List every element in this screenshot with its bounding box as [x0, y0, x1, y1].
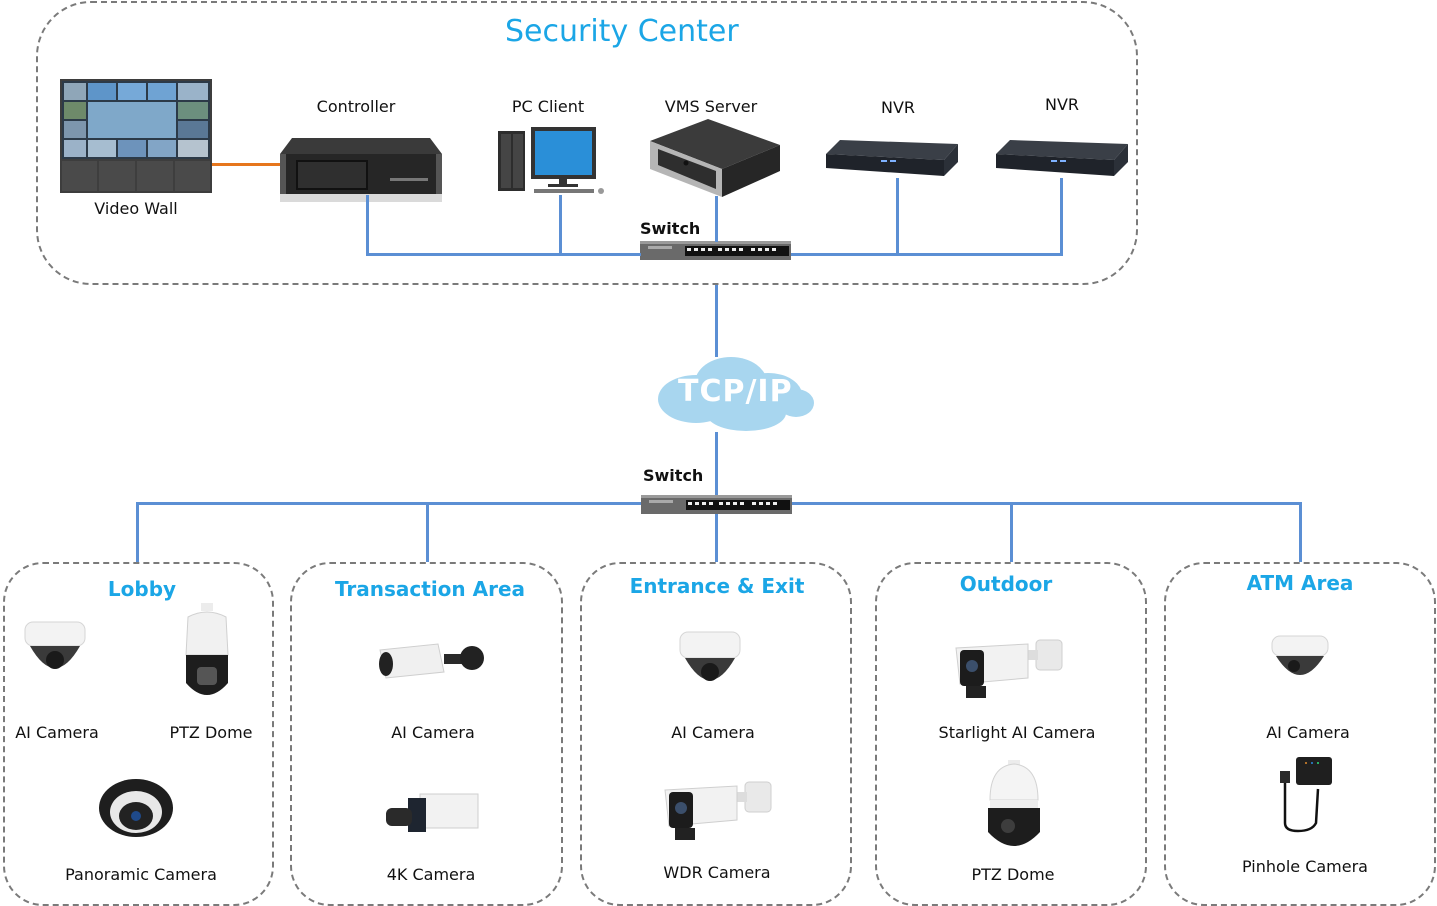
zone-outdoor-title: Outdoor — [959, 572, 1053, 596]
bottom-switch-label: Switch — [643, 466, 704, 485]
bullet-camera-icon — [379, 643, 484, 679]
zone-transaction-area — [290, 562, 563, 906]
top-bus-left — [366, 253, 641, 256]
zone-transaction-area-title: Transaction Area — [334, 577, 526, 601]
vms-server-link — [715, 196, 718, 242]
transaction-4k-camera-label: 4K Camera — [386, 865, 476, 884]
dome-camera-icon — [679, 631, 741, 681]
tcp-ip-cloud-icon — [658, 357, 814, 431]
security-center-group — [36, 1, 1138, 285]
zone-entrance-exit-title: Entrance & Exit — [629, 574, 805, 598]
video-wall-icon — [60, 79, 212, 193]
lobby-ai-camera-label: AI Camera — [15, 723, 99, 742]
ptz-dome-icon — [185, 603, 229, 695]
tcp-ip-label: TCP/IP — [678, 374, 793, 409]
vms-server-label: VMS Server — [664, 97, 758, 116]
uplink-bottom — [715, 432, 718, 496]
zone-lobby — [3, 562, 274, 906]
atm-pinhole-camera-label: Pinhole Camera — [1242, 857, 1368, 876]
uplink-top — [715, 285, 718, 357]
atm-ai-camera-label: AI Camera — [1266, 723, 1350, 742]
top-switch-label: Switch — [640, 219, 701, 238]
nvr-1-label: NVR — [880, 98, 916, 117]
dome-camera-icon — [1271, 635, 1329, 675]
lobby-drop — [136, 502, 139, 562]
transaction-drop — [426, 502, 429, 562]
transaction-ai-camera-label: AI Camera — [391, 723, 475, 742]
outdoor-starlight-camera-label: Starlight AI Camera — [938, 723, 1096, 742]
pinhole-camera-icon — [1280, 757, 1332, 833]
outdoor-drop — [1010, 502, 1013, 562]
bottom-bus-left — [136, 502, 641, 505]
top-bus-right — [791, 253, 1063, 256]
top-switch-icon — [640, 241, 791, 260]
controller-icon — [280, 138, 442, 202]
lobby-ptz-dome-label: PTZ Dome — [169, 723, 253, 742]
video-wall-link — [212, 163, 282, 166]
zone-outdoor — [875, 562, 1147, 906]
pc-client-label: PC Client — [511, 97, 585, 116]
starlight-camera-icon — [955, 639, 1063, 698]
ptz-dome-icon — [988, 760, 1040, 846]
nvr-2-link — [1060, 178, 1063, 255]
security-center-title: Security Center — [505, 14, 739, 49]
lobby-panoramic-camera-label: Panoramic Camera — [65, 865, 217, 884]
zone-entrance-exit — [580, 562, 852, 906]
pc-client-icon — [498, 127, 604, 194]
panoramic-camera-icon — [99, 779, 173, 837]
nvr-1-link — [896, 178, 899, 255]
dome-camera-icon — [24, 621, 86, 669]
zone-atm-area — [1164, 562, 1436, 906]
atm-drop — [1299, 502, 1302, 562]
vms-server-icon — [650, 119, 780, 197]
entrance-wdr-camera-label: WDR Camera — [663, 863, 771, 882]
video-wall-label: Video Wall — [94, 199, 178, 218]
pc-client-link — [559, 195, 562, 255]
zone-atm-area-title: ATM Area — [1246, 571, 1354, 595]
controller-link — [366, 195, 369, 255]
zone-lobby-title: Lobby — [107, 577, 177, 601]
wdr-camera-icon — [664, 781, 772, 840]
outdoor-ptz-dome-label: PTZ Dome — [971, 865, 1055, 884]
controller-label: Controller — [316, 97, 396, 116]
entrance-ai-camera-label: AI Camera — [671, 723, 755, 742]
nvr-2-label: NVR — [1044, 95, 1080, 114]
nvr-1-icon — [826, 140, 958, 176]
bottom-bus-right — [792, 502, 1302, 505]
box-camera-icon — [386, 793, 479, 832]
entrance-drop — [715, 514, 718, 562]
nvr-2-icon — [996, 140, 1128, 176]
bottom-switch-icon — [641, 495, 792, 514]
